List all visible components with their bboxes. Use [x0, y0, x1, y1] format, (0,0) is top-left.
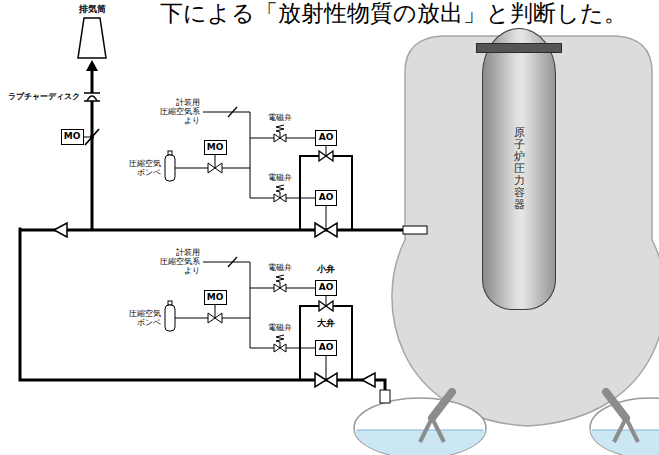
node-label: AO	[319, 133, 334, 143]
valve-stem	[326, 146, 327, 230]
solenoid-valve	[274, 134, 286, 142]
butterfly-valve	[85, 129, 99, 145]
part-label: 電磁弁	[268, 113, 292, 122]
part-label: 電磁弁	[268, 173, 292, 182]
source-label: 計装用 圧縮空気系 より	[160, 248, 200, 275]
part-label: 圧縮空気 ボンベ	[129, 309, 161, 327]
motor-operator-box: MO	[204, 290, 227, 305]
exhaust-stack	[78, 18, 106, 58]
page-text: 下による「放射性物質の放出」と判断した。	[160, 0, 627, 26]
part-label: 大弁	[317, 318, 335, 328]
downcomer	[614, 418, 638, 442]
motor-valve	[208, 163, 222, 173]
water-surface	[357, 430, 483, 431]
node-label: MO	[64, 132, 81, 142]
butterfly-valve	[90, 135, 94, 139]
suppression-chamber	[354, 398, 486, 455]
rupture-disk-gap	[85, 93, 99, 101]
check-valve	[228, 107, 237, 117]
part-label: 小弁	[317, 264, 335, 274]
small-valve	[319, 151, 333, 161]
air-bottle	[165, 155, 175, 181]
air-operator-box: AO	[315, 190, 337, 206]
lower-vent-branch	[165, 257, 352, 387]
stack-label: 排気筒	[79, 4, 106, 14]
solenoid-valve	[274, 284, 286, 292]
penetration	[380, 390, 390, 403]
node-label: AO	[319, 283, 334, 293]
part-label: 電磁弁	[268, 323, 292, 332]
valve-stem	[326, 296, 327, 380]
vent-pipe	[432, 392, 452, 418]
air-operator-box: AO	[315, 280, 337, 296]
rupture-disk-symbol	[84, 93, 100, 101]
air-bottle-neck	[168, 301, 172, 305]
vessel-flange-band	[476, 43, 562, 53]
downcomer	[420, 418, 444, 442]
node-label: 原子炉圧力容器	[514, 127, 525, 212]
air-operator-box: AO	[315, 130, 337, 146]
flow-arrow	[86, 60, 98, 71]
large-valve	[315, 223, 337, 237]
reducer	[362, 373, 375, 387]
upper-vent-branch	[165, 107, 352, 237]
large-valve	[315, 373, 337, 387]
air-operator-box: AO	[315, 340, 337, 356]
penetration	[403, 226, 427, 234]
suppression-water	[590, 430, 659, 455]
part-label: ラプチャーディスク	[8, 92, 80, 101]
small-valve	[319, 301, 333, 311]
motor-operator-box: MO	[204, 140, 227, 155]
motor-operator-box: MO	[61, 129, 84, 145]
air-bottle-neck	[168, 151, 172, 155]
part-label: 圧縮空気 ボンベ	[129, 159, 161, 177]
node-label: AO	[319, 193, 334, 203]
part-label: 電磁弁	[268, 263, 292, 272]
check-valve	[228, 257, 237, 267]
water-surface	[592, 430, 659, 431]
solenoid-valve	[274, 344, 286, 352]
pressure-vessel: 原子炉圧力容器	[482, 28, 556, 310]
air-bottle	[165, 305, 175, 331]
reducer	[54, 223, 67, 237]
vent-pipe	[20, 68, 405, 390]
node-label: MO	[207, 293, 224, 303]
node-label: AO	[319, 343, 334, 353]
motor-valve	[208, 313, 222, 323]
suppression-chamber	[590, 398, 659, 455]
vent-pipe	[606, 392, 626, 418]
source-label: 計装用 圧縮空気系 より	[160, 98, 200, 125]
suppression-water	[354, 430, 486, 455]
solenoid-valve	[274, 194, 286, 202]
node-label: MO	[207, 143, 224, 153]
